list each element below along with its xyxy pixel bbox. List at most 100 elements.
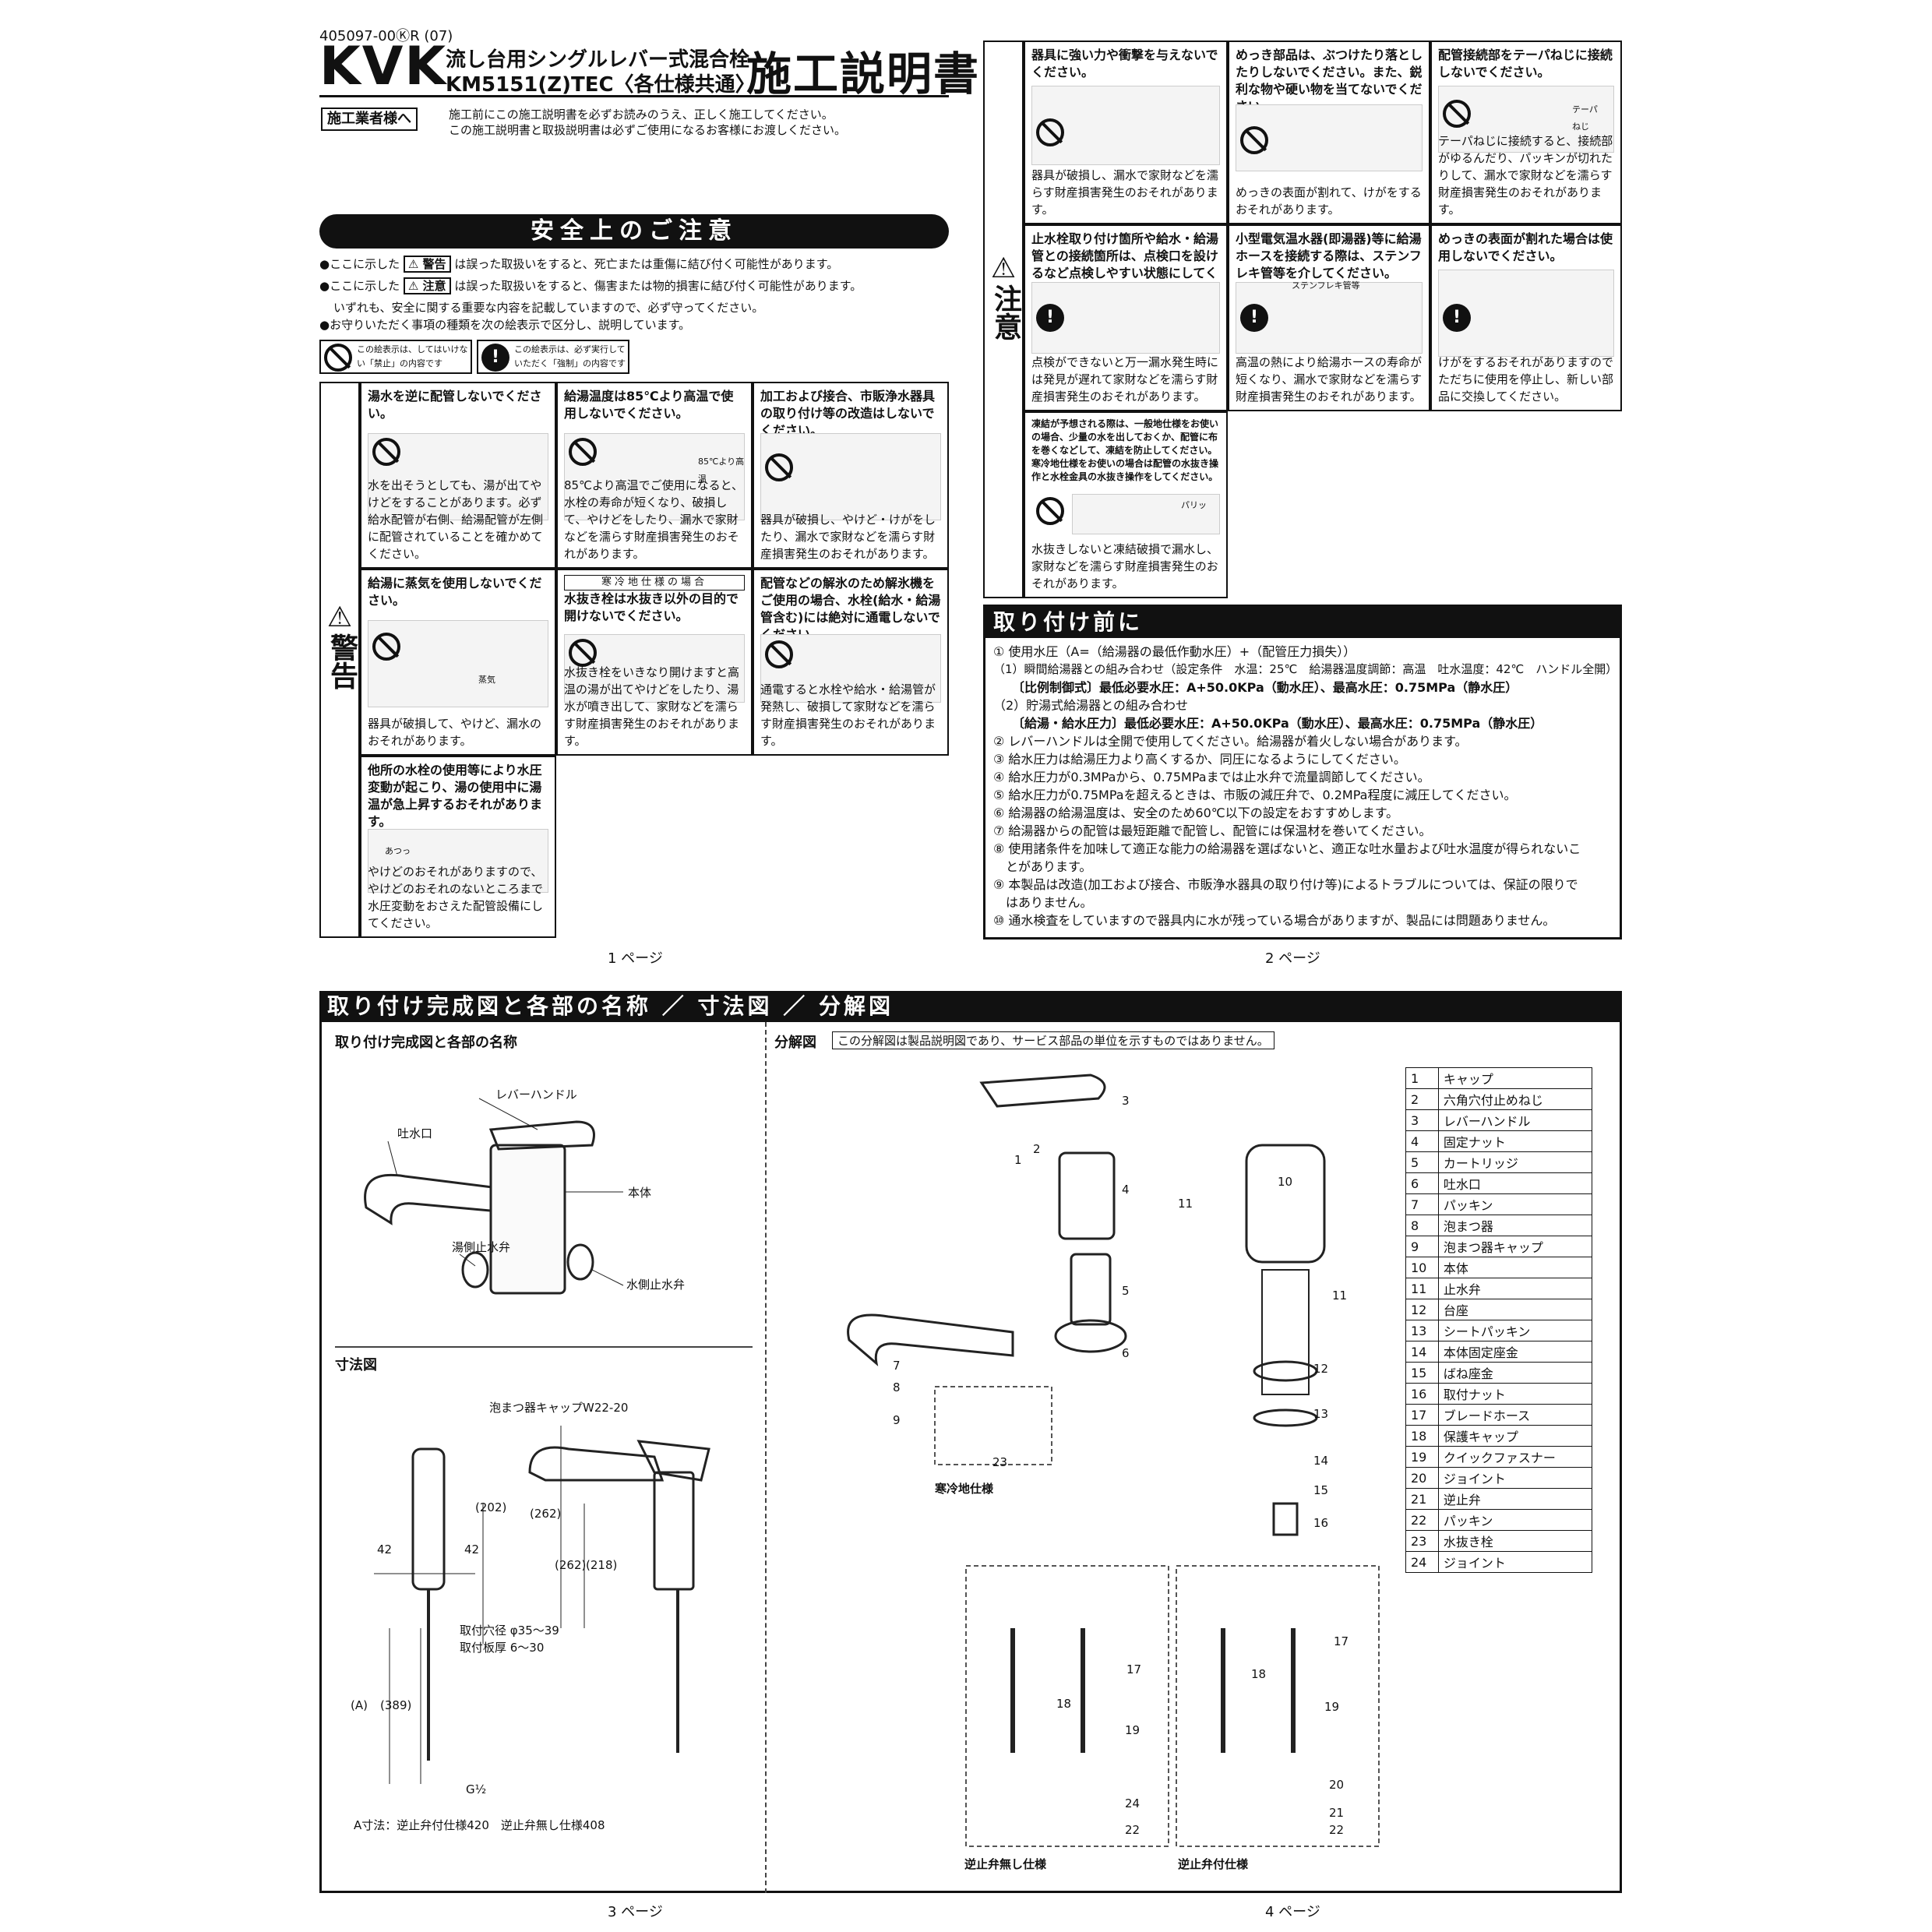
safety-line-2: ●ここに示した ⚠ 注意 は誤った取扱いをすると、傷害または物的損害に結び付く可… bbox=[319, 277, 862, 294]
brand-logo: KVK bbox=[319, 36, 448, 97]
safety-line-4: ●お守りいただく事項の種類を次の絵表示で区分し、説明しています。 bbox=[319, 318, 691, 332]
callout-22b: 22 bbox=[1329, 1823, 1345, 1837]
text: 85℃より高温 bbox=[698, 457, 745, 484]
text: 85℃より高温でご使用になると、水栓の寿命が短くなり、破損して、やけどをしたり、… bbox=[564, 478, 744, 561]
mandatory-icon: ! bbox=[481, 344, 509, 372]
mandatory-icon: ! bbox=[1443, 304, 1471, 332]
text: パリッ bbox=[1181, 500, 1207, 510]
text: 高温の熱により給湯ホースの寿命が短くなり、漏水で家財などを濡らす財産損害発生のお… bbox=[1236, 355, 1423, 404]
callout-18b: 18 bbox=[1251, 1667, 1267, 1681]
prohibit-icon bbox=[765, 453, 793, 481]
caution-cell-5: 小型電気温水器(即湯器)等に給湯ホースを接続する際は、ステンフレキ管等を介してく… bbox=[1228, 224, 1430, 411]
part-num: 7 bbox=[1405, 1193, 1439, 1215]
text: 水抜きしないと凍結破損で漏水し、家財などを濡らす財産損害発生のおそれがあります。 bbox=[1031, 542, 1219, 591]
callout-12: 12 bbox=[1313, 1362, 1329, 1376]
text: ⑧ 使用諸条件を加味して適正な能力の給湯器を選ばないと、適正な吐水量および吐水温… bbox=[993, 841, 1581, 856]
part-name: 本体 bbox=[1437, 1257, 1593, 1278]
text: ② レバーハンドルは全開で使用してください。給湯器が着火しない場合があります。 bbox=[993, 734, 1468, 749]
key-mandatory: ! この絵表示は、必ず実行していただく「強制」の内容です bbox=[477, 340, 629, 374]
doc-number: 405097-00ⓀR (07) bbox=[319, 28, 453, 44]
callout-17a: 17 bbox=[1126, 1662, 1142, 1676]
assembly-drawing bbox=[364, 1098, 624, 1295]
callout-24: 24 bbox=[1125, 1796, 1141, 1810]
part-name: ジョイント bbox=[1437, 1467, 1593, 1489]
callout-14: 14 bbox=[1313, 1454, 1329, 1468]
callout-21: 21 bbox=[1329, 1806, 1345, 1820]
text: ●ここに示した bbox=[319, 257, 400, 271]
text: 水抜き栓は水抜き以外の目的で開けないでください。 bbox=[564, 591, 739, 623]
callout-5: 5 bbox=[1122, 1284, 1130, 1298]
text: 凍結が予想される際は、一般地仕様をお使いの場合、少量の水を出しておくか、配管に布… bbox=[1031, 418, 1219, 482]
prohibit-icon bbox=[569, 639, 597, 667]
text: は誤った取扱いをすると、死亡または重傷に結び付く可能性があります。 bbox=[454, 257, 839, 271]
part-name: 台座 bbox=[1437, 1299, 1593, 1320]
text: ●ここに示した bbox=[319, 279, 400, 293]
no-check-valve-label: 逆止弁無し仕様 bbox=[964, 1857, 1047, 1871]
header-rule bbox=[319, 95, 949, 97]
page-number-3: 3 ページ bbox=[608, 1904, 663, 1920]
text: ステンフレキ管等 bbox=[1292, 280, 1360, 291]
part-name: レバーハンドル bbox=[1437, 1109, 1593, 1131]
dim-42-right: 42 bbox=[464, 1542, 480, 1557]
label-body: 本体 bbox=[628, 1186, 652, 1200]
text: 器具が破損して、やけど、漏水のおそれがあります。 bbox=[368, 717, 542, 748]
text: は誤った取扱いをすると、傷害または物的損害に結び付く可能性があります。 bbox=[454, 279, 862, 293]
prohibit-icon bbox=[1036, 118, 1064, 146]
part-num: 16 bbox=[1405, 1383, 1439, 1405]
dim-note: A寸法：逆止弁付仕様420 逆止弁無し仕様408 bbox=[354, 1818, 605, 1832]
text: 器具が破損し、やけど・けがをしたり、漏水で家財などを濡らす財産損害発生のおそれが… bbox=[760, 513, 936, 561]
part-num: 14 bbox=[1405, 1341, 1439, 1363]
warning-triangle-icon: ⚠ bbox=[326, 601, 353, 633]
part-num: 17 bbox=[1405, 1404, 1439, 1426]
text: ⑨ 本製品は改造(加工および接合、市販浄水器具の取り付け等)によるトラブルについ… bbox=[993, 877, 1578, 892]
text: けがをするおそれがありますのでただちに使用を停止し、新しい部品に交換してください… bbox=[1438, 355, 1614, 404]
text: 注意 bbox=[422, 279, 446, 293]
part-num: 5 bbox=[1405, 1151, 1439, 1173]
part-name: 取付ナット bbox=[1437, 1383, 1593, 1405]
text: （1）瞬間給湯器との組み合わせ（設定条件 水温：25℃ 給湯器温度調節：高温 吐… bbox=[993, 662, 1618, 676]
dim-42-left: 42 bbox=[377, 1542, 393, 1557]
text: この絵表示は、必ず実行していただく「強制」の内容です bbox=[514, 344, 626, 368]
warning-cell-2: 給湯温度は85℃より高温で使用しないでください。 85℃より高温 85℃より高温… bbox=[556, 382, 753, 569]
prohibit-icon bbox=[1443, 100, 1471, 128]
text: 小型電気温水器(即湯器)等に給湯ホースを接続する際は、ステンフレキ管等を介してく… bbox=[1236, 231, 1422, 280]
text: 他所の水栓の使用等により水圧変動が起こり、湯の使用中に湯温が急上昇するおそれがあ… bbox=[368, 763, 543, 829]
part-name: 吐水口 bbox=[1437, 1172, 1593, 1194]
part-num: 23 bbox=[1405, 1530, 1439, 1552]
callout-16: 16 bbox=[1313, 1516, 1329, 1530]
label-cold-valve: 水側止水弁 bbox=[626, 1278, 686, 1292]
dim-hole: 取付穴径 φ35〜39 bbox=[460, 1624, 559, 1638]
section-divider-horizontal bbox=[335, 1346, 753, 1348]
callout-22a: 22 bbox=[1125, 1823, 1141, 1837]
text: ⑤ 給水圧力が0.75MPaを超えるときは、市販の減圧弁で、0.2MPa程度に減… bbox=[993, 788, 1517, 802]
dimension-subtitle: 寸法図 bbox=[335, 1357, 377, 1373]
product-line-2: KM5151(Z)TEC〈各仕様共通〉 bbox=[446, 73, 756, 97]
part-name: 止水弁 bbox=[1437, 1278, 1593, 1299]
text: 配管接続部をテーパねじに接続しないでください。 bbox=[1438, 48, 1613, 79]
part-name: 保護キャップ bbox=[1437, 1425, 1593, 1447]
label-lever-handle: レバーハンドル bbox=[495, 1088, 577, 1102]
part-num: 1 bbox=[1405, 1067, 1439, 1089]
part-num: 6 bbox=[1405, 1172, 1439, 1194]
callout-19b: 19 bbox=[1324, 1700, 1340, 1714]
text: 器具に強い力や衝撃を与えないでください。 bbox=[1031, 48, 1218, 79]
part-num: 15 bbox=[1405, 1362, 1439, 1384]
illustration bbox=[368, 620, 548, 707]
text: 通電すると水栓や給水・給湯管が発熱し、破損して家財などを濡らす財産損害発生のおそ… bbox=[760, 682, 936, 748]
part-num: 18 bbox=[1405, 1425, 1439, 1447]
text: テーパねじに接続すると、接続部がゆるんだり、パッキンが切れたりして、漏水で家財な… bbox=[1438, 134, 1613, 217]
dim-218: (218) bbox=[586, 1558, 618, 1572]
assembly-subtitle: 取り付け完成図と各部の名称 bbox=[335, 1035, 517, 1051]
caution-side: ⚠ 注意 bbox=[983, 41, 1024, 598]
safety-title: 安全上のご注意 bbox=[531, 217, 738, 245]
safety-line-3: いずれも、安全に関する重要な内容を記載していますので、必ず守ってください。 bbox=[333, 301, 764, 315]
dim-A: (A) bbox=[351, 1698, 368, 1712]
